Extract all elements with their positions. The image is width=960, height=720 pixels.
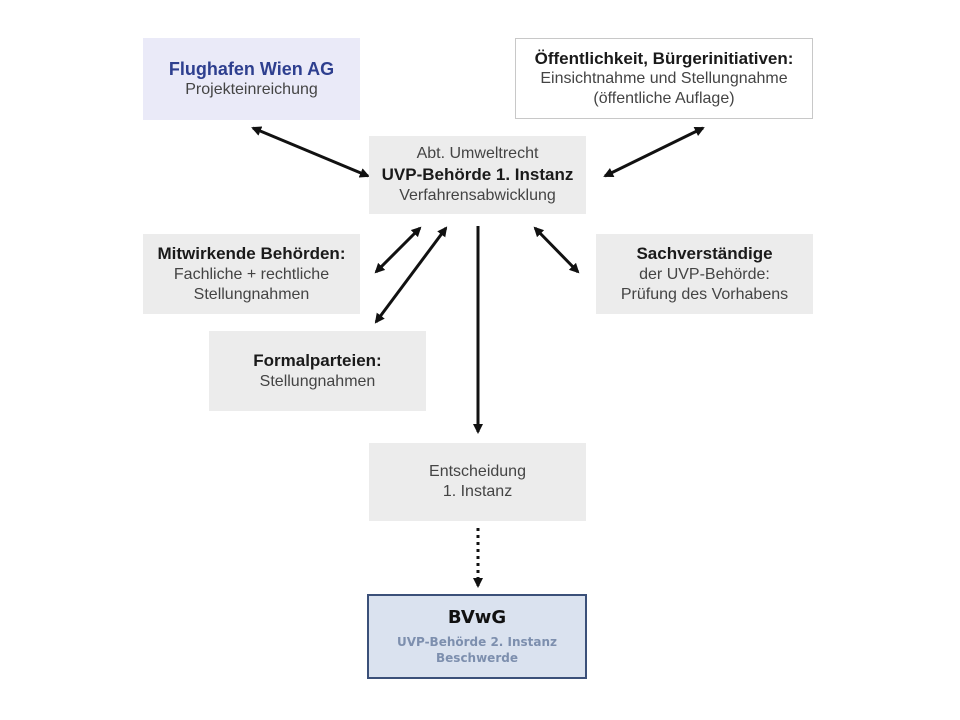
umweltrecht-line1: Verfahrensabwicklung xyxy=(399,186,556,204)
box-flughafen-wien: Flughafen Wien AG Projekteinreichung xyxy=(143,38,360,120)
box-oeffentlichkeit: Öffentlichkeit, Bürgerinitiativen: Einsi… xyxy=(515,38,813,119)
box-bvwg: BVwG UVP-Behörde 2. Instanz Beschwerde xyxy=(367,594,587,679)
umweltrecht-title: UVP-Behörde 1. Instanz xyxy=(381,165,574,185)
sachverst-title: Sachverständige xyxy=(636,244,773,264)
arrow-flughafen-umweltrecht xyxy=(251,126,370,178)
formal-title: Formalparteien: xyxy=(253,351,382,371)
entscheidung-line1: Entscheidung xyxy=(429,463,526,480)
arrow-umweltrecht-sachverst xyxy=(533,226,580,274)
box-sachverstaendige: Sachverständige der UVP-Behörde: Prüfung… xyxy=(596,234,813,314)
bvwg-line2: Beschwerde xyxy=(436,650,518,665)
box-entscheidung: Entscheidung 1. Instanz xyxy=(369,443,586,521)
box-uvp-behoerde-1: Abt. Umweltrecht UVP-Behörde 1. Instanz … xyxy=(369,136,586,214)
oeffentlich-title: Öffentlichkeit, Bürgerinitiativen: xyxy=(534,48,794,68)
oeffentlich-line2: (öffentliche Auflage) xyxy=(593,90,735,108)
arrow-umweltrecht-formal xyxy=(374,226,448,324)
mitwirkend-line2: Stellungnahmen xyxy=(193,285,310,303)
bvwg-line1: UVP-Behörde 2. Instanz xyxy=(396,634,558,649)
mitwirkend-line1: Fachliche + rechtliche xyxy=(173,265,330,283)
box-formalparteien: Formalparteien: Stellungnahmen xyxy=(209,331,426,411)
sachverst-line2: Prüfung des Vorhabens xyxy=(620,285,789,303)
mitwirkend-title: Mitwirkende Behörden: xyxy=(157,244,346,264)
arrow-oeffentlich-umweltrecht xyxy=(603,126,705,178)
sachverst-line1: der UVP-Behörde: xyxy=(639,265,770,283)
flughafen-line1: Projekteinreichung xyxy=(185,81,318,99)
arrow-umweltrecht-mitwirkend xyxy=(374,226,422,274)
box-mitwirkende-behoerden: Mitwirkende Behörden: Fachliche + rechtl… xyxy=(143,234,360,314)
bvwg-title: BVwG xyxy=(447,607,507,629)
oeffentlich-line1: Einsichtnahme und Stellungnahme xyxy=(540,70,788,88)
flughafen-title: Flughafen Wien AG xyxy=(168,58,335,79)
umweltrecht-line0: Abt. Umweltrecht xyxy=(416,145,539,163)
formal-line1: Stellungnahmen xyxy=(259,372,376,390)
entscheidung-line2: 1. Instanz xyxy=(442,483,513,500)
